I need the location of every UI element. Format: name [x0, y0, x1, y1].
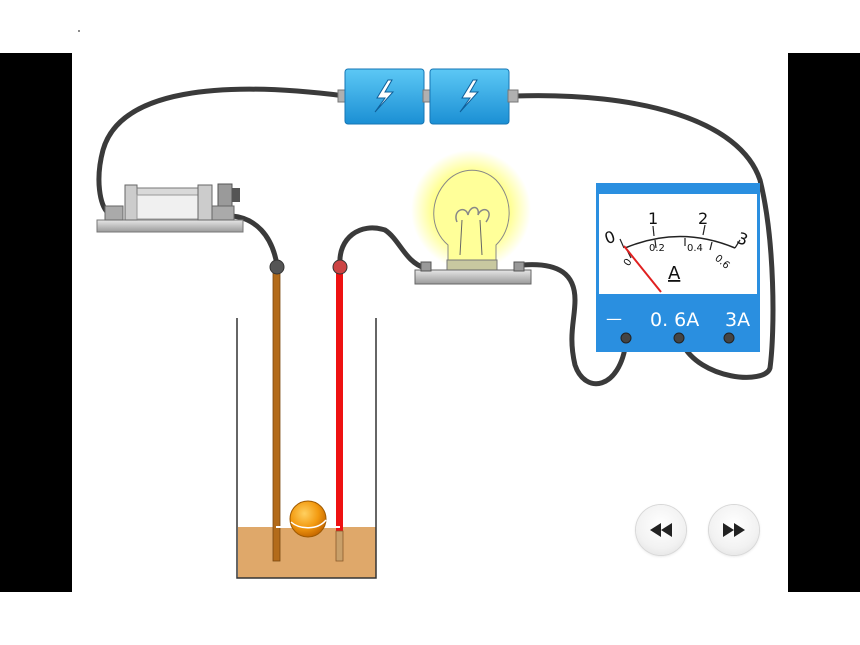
ammeter: [596, 183, 760, 352]
floating-ball: [276, 500, 340, 538]
letterbox-left: [0, 53, 72, 592]
scale-label-2: 2: [698, 209, 708, 228]
scale-label-1: 1: [648, 209, 658, 228]
battery: [337, 68, 519, 125]
lightning-icon: [459, 79, 480, 113]
light-bulb: [411, 150, 532, 285]
stray-dot: [78, 30, 80, 32]
electrode-left: [269, 259, 285, 562]
sub-scale-label-0: 0: [622, 257, 635, 269]
terminal-3a-label: 3A: [725, 309, 750, 331]
ammeter-unit: A: [668, 263, 681, 284]
rewind-button[interactable]: [636, 505, 686, 555]
fast-forward-button[interactable]: [709, 505, 759, 555]
electrode-right: [332, 259, 348, 562]
sub-scale-label-04: 0.4: [687, 243, 703, 254]
letterbox-right: [788, 53, 860, 592]
wires: [96, 86, 776, 386]
fast-forward-icon: [723, 523, 745, 537]
terminal-minus-label: —: [606, 309, 622, 328]
lightning-icon: [374, 79, 395, 113]
sub-scale-label-02: 0.2: [649, 243, 665, 254]
terminal-06a-label: 0. 6A: [650, 309, 699, 331]
beaker: [236, 318, 377, 579]
knife-switch[interactable]: [96, 183, 244, 233]
rewind-icon: [650, 523, 672, 537]
ammeter-needle: [623, 245, 662, 293]
